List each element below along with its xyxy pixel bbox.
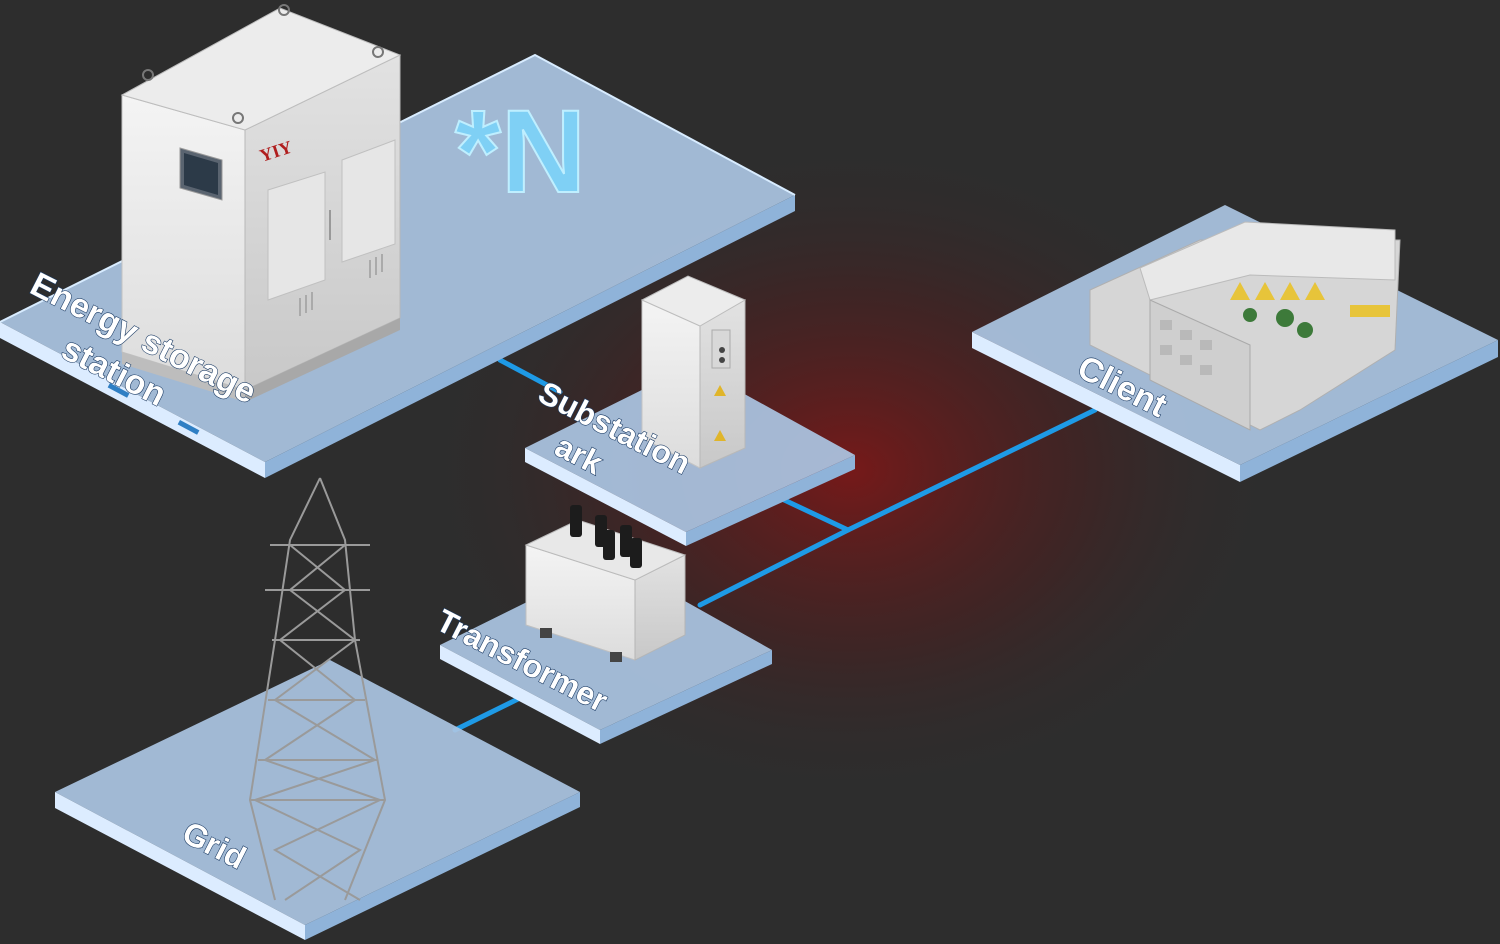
n-mark: *N bbox=[455, 86, 586, 218]
energy-storage-cabinet bbox=[120, 4, 402, 402]
transmission-tower bbox=[248, 477, 387, 901]
connection-lines bbox=[452, 357, 1098, 733]
line-storage-substation bbox=[497, 357, 563, 395]
line-substation-junction bbox=[777, 495, 851, 533]
line-transformer-junction bbox=[697, 527, 851, 608]
line-grid-transformer bbox=[452, 695, 523, 733]
grid-platform bbox=[55, 660, 580, 940]
client-building bbox=[1089, 221, 1401, 431]
substation-cabinet bbox=[640, 275, 747, 469]
line-junction-client bbox=[845, 407, 1098, 533]
transformer-unit bbox=[524, 505, 687, 662]
